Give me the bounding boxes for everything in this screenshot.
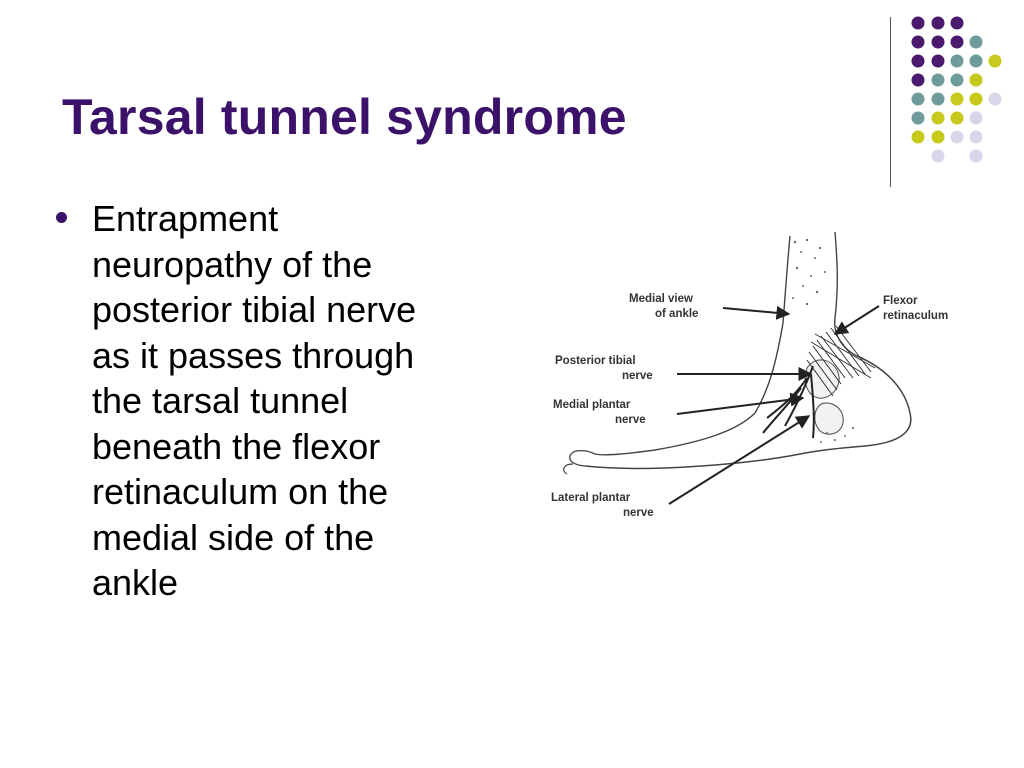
dot bbox=[969, 73, 983, 87]
bullet-item: Entrapment neuropathy of the posterior t… bbox=[56, 196, 476, 606]
dot bbox=[931, 92, 945, 106]
arrow-lateral-plantar bbox=[668, 415, 811, 505]
dot bbox=[969, 92, 983, 106]
bone-texture bbox=[792, 238, 826, 306]
dot bbox=[931, 111, 945, 125]
label-medial-plantar-nerve: Medial plantar bbox=[553, 399, 631, 411]
dot bbox=[931, 73, 945, 87]
ankle-bone bbox=[804, 359, 840, 399]
dot bbox=[969, 130, 983, 144]
arrow-medial-plantar bbox=[676, 392, 805, 415]
dot bbox=[988, 54, 1002, 68]
dot bbox=[931, 54, 945, 68]
dot bbox=[911, 130, 925, 144]
bullet-line: beneath the flexor bbox=[92, 425, 381, 467]
dot bbox=[950, 111, 964, 125]
bullet-line: posterior tibial nerve bbox=[92, 289, 417, 330]
dot bbox=[911, 35, 925, 49]
dot bbox=[950, 130, 964, 144]
foot-outline bbox=[584, 355, 912, 470]
dot bbox=[969, 149, 983, 163]
bullet-line: the tarsal tunnel bbox=[92, 380, 349, 421]
title-divider bbox=[890, 17, 891, 187]
dot bbox=[911, 54, 925, 68]
dot bbox=[969, 54, 983, 68]
bullet-line: ankle bbox=[92, 562, 179, 603]
dot bbox=[931, 130, 945, 144]
leg-outline bbox=[782, 235, 791, 324]
dot bbox=[911, 92, 925, 106]
dot bbox=[969, 111, 983, 125]
bullet-line: neuropathy of the bbox=[92, 243, 373, 285]
bone-texture bbox=[820, 426, 855, 443]
dot bbox=[911, 16, 925, 30]
bullet-line: as it passes through bbox=[92, 334, 415, 376]
bullet-line: medial side of the bbox=[92, 516, 375, 558]
slide-title: Tarsal tunnel syndrome bbox=[62, 89, 627, 145]
decorative-dot-grid bbox=[911, 16, 1002, 163]
dot bbox=[911, 111, 925, 125]
bullet-icon bbox=[56, 212, 67, 223]
label-medial-view: of ankle bbox=[655, 308, 698, 320]
label-flexor-retinaculum: retinaculum bbox=[883, 310, 948, 322]
toe-outline bbox=[563, 463, 574, 475]
dot bbox=[950, 73, 964, 87]
label-lateral-plantar-nerve: Lateral plantar bbox=[551, 492, 631, 504]
ankle-diagram: Medial view of ankle Flexor retinaculum … bbox=[545, 228, 985, 528]
dot bbox=[950, 92, 964, 106]
toe-outline bbox=[569, 449, 596, 467]
arrow-medial-view bbox=[722, 305, 791, 320]
dot bbox=[931, 149, 945, 163]
dot bbox=[950, 35, 964, 49]
dot bbox=[950, 54, 964, 68]
label-medial-view: Medial view bbox=[629, 293, 693, 305]
bullet-line: retinaculum on the bbox=[92, 471, 389, 512]
bullet-list: Entrapment neuropathy of the posterior t… bbox=[56, 196, 476, 606]
dot bbox=[911, 73, 925, 87]
dot bbox=[931, 35, 945, 49]
dot bbox=[950, 16, 964, 30]
dot bbox=[988, 92, 1002, 106]
dot bbox=[969, 35, 983, 49]
label-posterior-tibial-nerve: nerve bbox=[622, 370, 653, 382]
bullet-text: Entrapment neuropathy of the posterior t… bbox=[92, 196, 476, 606]
label-posterior-tibial-nerve: Posterior tibial bbox=[555, 355, 636, 367]
dot bbox=[931, 16, 945, 30]
ankle-illustration: Medial view of ankle Flexor retinaculum … bbox=[551, 231, 948, 519]
arrow-flexor bbox=[833, 305, 880, 335]
label-flexor-retinaculum: Flexor bbox=[883, 295, 918, 307]
label-medial-plantar-nerve: nerve bbox=[615, 414, 646, 426]
bullet-line: Entrapment bbox=[92, 198, 279, 239]
foot-dorsum bbox=[594, 322, 784, 456]
label-lateral-plantar-nerve: nerve bbox=[623, 507, 654, 519]
ankle-bone bbox=[814, 402, 844, 435]
